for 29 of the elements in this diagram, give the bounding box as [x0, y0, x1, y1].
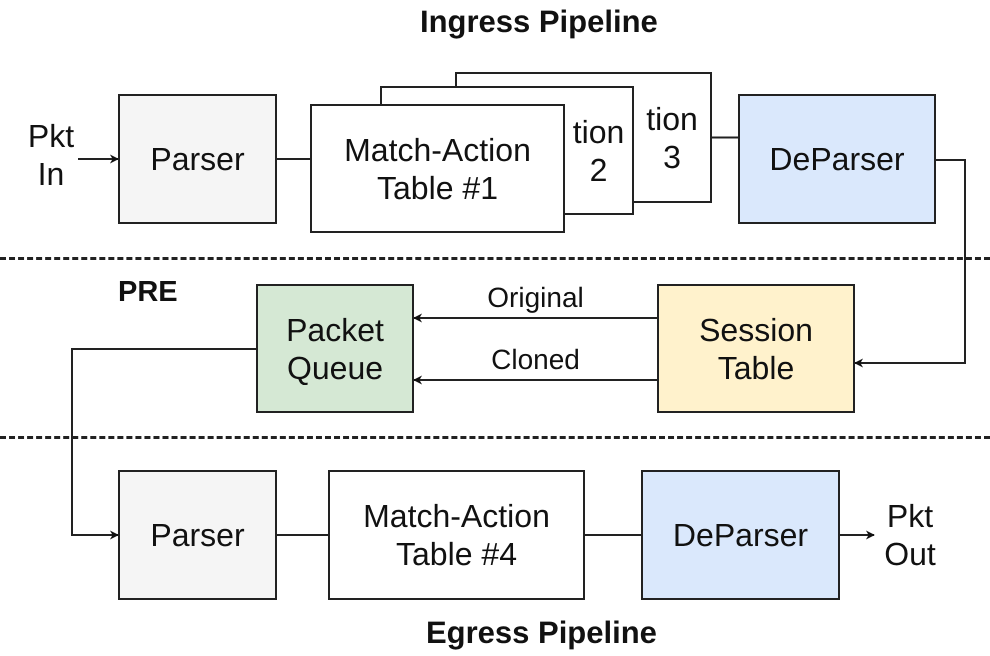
- stage-box: [738, 94, 936, 224]
- stage-label: DeParser: [768, 140, 906, 178]
- connector-arrow: [413, 314, 657, 322]
- port-label: Pkt Out: [874, 490, 946, 580]
- stage-box: [118, 470, 277, 600]
- stage-box: [118, 94, 277, 224]
- port-label: Pkt In: [20, 110, 82, 200]
- stage-box: [328, 470, 585, 600]
- section-label: PRE: [118, 276, 178, 309]
- stage-label: Match-Action Table #1: [343, 130, 532, 206]
- stage-label: Session Table: [698, 310, 814, 386]
- stage-label: Parser: [149, 516, 246, 554]
- stage-label: tion 2: [572, 112, 626, 188]
- connector-arrow: [840, 530, 875, 540]
- stage-box: [256, 284, 414, 413]
- stage-label: tion 3: [645, 100, 699, 176]
- stage-label: Match-Action Table #4: [362, 497, 551, 573]
- pipeline-heading: Ingress Pipeline: [420, 4, 658, 40]
- pipeline-heading: Egress Pipeline: [426, 615, 657, 651]
- stage-label: Packet Queue: [285, 310, 385, 386]
- stage-label: Parser: [149, 140, 246, 178]
- connector-arrow: [71, 348, 256, 540]
- stage-label: DeParser: [672, 516, 810, 554]
- stage-box: [310, 104, 565, 233]
- stage-box: [641, 470, 840, 600]
- connector-arrow: [854, 159, 966, 368]
- connector-arrow: [78, 154, 119, 164]
- connector-arrow: [413, 376, 657, 384]
- stage-box: [657, 284, 855, 413]
